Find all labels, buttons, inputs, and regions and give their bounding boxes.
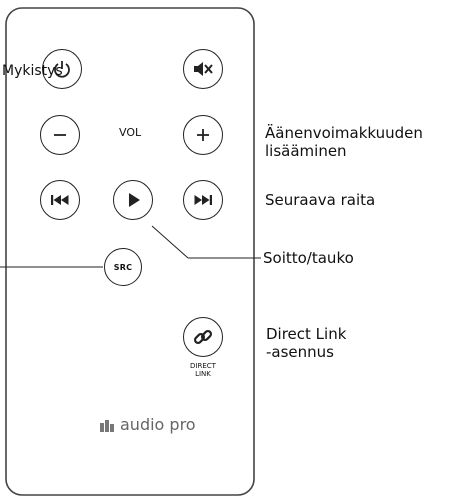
brand-logo: audio pro xyxy=(100,415,196,434)
callout-play-pause: Soitto/tauko xyxy=(263,249,354,267)
direct-link-button[interactable] xyxy=(183,317,223,357)
remote-outline xyxy=(5,7,255,496)
callout-volume-up-line-1: Äänenvoimakkuuden xyxy=(265,124,423,142)
callout-mute: Mykistys xyxy=(2,63,63,79)
callout-direct-link-line-2: -asennus xyxy=(266,343,334,361)
callout-next-track: Seuraava raita xyxy=(265,191,376,209)
source-label: SRC xyxy=(113,262,133,272)
next-track-icon xyxy=(194,195,212,205)
volume-up-button[interactable] xyxy=(183,115,223,155)
callout-direct-link: Direct Link -asennus xyxy=(266,325,346,361)
plus-icon xyxy=(197,129,209,141)
direct-link-caption: DIRECT LINK xyxy=(173,362,233,378)
minus-icon xyxy=(54,134,66,136)
previous-track-icon xyxy=(51,195,69,205)
source-button[interactable]: SRC xyxy=(104,248,142,286)
direct-link-caption-line-2: LINK xyxy=(195,370,211,378)
callout-volume-up-line-2: lisääminen xyxy=(265,142,347,160)
direct-link-caption-line-1: DIRECT xyxy=(190,362,216,370)
mute-button[interactable] xyxy=(183,49,223,89)
power-button[interactable] xyxy=(42,49,82,89)
audio-pro-logo-icon xyxy=(100,419,114,432)
brand-name: audio pro xyxy=(120,415,196,434)
chain-link-icon xyxy=(193,329,213,345)
vol-label: VOL xyxy=(119,126,142,139)
play-icon xyxy=(129,193,140,207)
callout-direct-link-line-1: Direct Link xyxy=(266,325,347,343)
volume-down-button[interactable] xyxy=(40,115,80,155)
power-icon xyxy=(54,61,70,78)
callout-volume-up: Äänenvoimakkuuden lisääminen xyxy=(265,124,423,160)
play-pause-leader-line xyxy=(151,225,189,259)
previous-track-button[interactable] xyxy=(40,180,80,220)
next-track-button[interactable] xyxy=(183,180,223,220)
play-pause-button[interactable] xyxy=(113,180,153,220)
speaker-mute-icon xyxy=(194,62,213,76)
